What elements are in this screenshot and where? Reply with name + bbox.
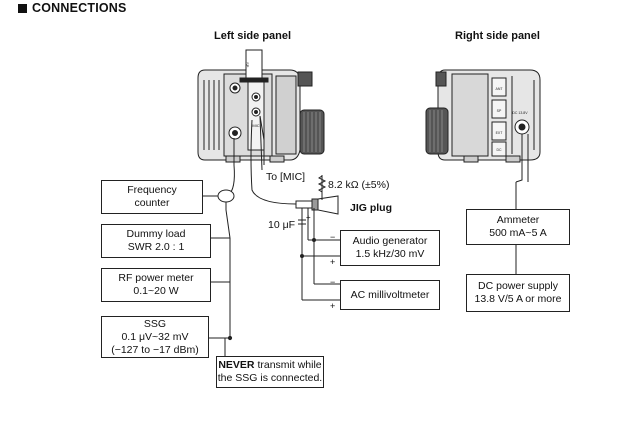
audio-generator-line2: 1.5 kHz/30 mV xyxy=(355,248,425,260)
section-title: CONNECTIONS xyxy=(32,1,127,15)
to-mic-label: To [MIC] xyxy=(266,171,306,183)
rf-power-meter-line2: 0.1~20 W xyxy=(133,285,179,297)
ammeter-line2: 500 mA~5 A xyxy=(489,227,547,239)
section-bullet xyxy=(18,4,27,13)
dummy-load-box: Dummy load SWR 2.0 : 1 xyxy=(101,224,211,258)
ammeter-line1: Ammeter xyxy=(496,214,540,226)
resistor-label: 8.2 kΩ (±5%) xyxy=(328,179,390,191)
audio-plus-mark: + xyxy=(330,257,336,267)
frequency-counter-box: Frequency counter xyxy=(101,180,203,214)
dummy-load-line2: SWR 2.0 : 1 xyxy=(127,241,185,253)
right-btn-2-mark: SP xyxy=(497,109,502,113)
right-btn-3-mark: EXT xyxy=(496,131,504,135)
dc-power-supply-line1: DC power supply xyxy=(478,280,558,292)
left-radio-drawing xyxy=(197,49,325,163)
warning-line2: the SSG is connected. xyxy=(217,372,323,384)
audio-generator-line1: Audio generator xyxy=(352,235,428,247)
ssg-warning-box: NEVER transmit while the SSG is connecte… xyxy=(216,356,324,388)
left-panel-title: Left side panel xyxy=(214,30,292,42)
dc-power-supply-line2: 13.8 V/5 A or more xyxy=(474,293,562,305)
warning-line1: NEVER transmit while xyxy=(217,359,323,372)
left-jack-b-mark: MIC xyxy=(252,123,259,128)
left-wiring xyxy=(201,115,340,356)
ac-millivoltmeter-box: AC millivoltmeter xyxy=(340,280,440,310)
audio-generator-box: Audio generator 1.5 kHz/30 mV xyxy=(340,230,440,266)
ssg-line3: (−127 to −17 dBm) xyxy=(111,343,199,356)
right-wiring xyxy=(515,134,529,274)
rf-power-meter-line1: RF power meter xyxy=(118,272,194,284)
frequency-counter-line1: Frequency xyxy=(127,184,177,196)
dc-power-supply-box: DC power supply 13.8 V/5 A or more xyxy=(466,274,570,312)
meter-plus-mark: + xyxy=(330,301,336,311)
rf-power-meter-box: RF power meter 0.1~20 W xyxy=(101,268,211,302)
left-jack-a-mark: SP xyxy=(245,62,250,68)
ssg-line1: SSG xyxy=(143,317,167,330)
ssg-box: SSG 0.1 μV~32 mV (−127 to −17 dBm) xyxy=(101,316,209,358)
frequency-counter-line2: counter xyxy=(134,197,170,209)
dummy-load-line1: Dummy load xyxy=(126,228,186,240)
cap-plus-mark: + xyxy=(306,213,311,222)
ac-millivoltmeter-line1: AC millivoltmeter xyxy=(350,288,430,301)
right-btn-4-mark: DC xyxy=(496,148,502,152)
right-panel-title: Right side panel xyxy=(455,30,540,42)
right-btn-1-mark: ANT xyxy=(496,87,504,91)
ssg-line2: 0.1 μV~32 mV xyxy=(121,330,189,343)
ammeter-box: Ammeter 500 mA~5 A xyxy=(466,209,570,245)
capacitor-label: 10 μF xyxy=(268,219,296,231)
warning-line1-rest: transmit while xyxy=(254,359,322,371)
right-jack-mark: DC 13.8V xyxy=(512,111,528,115)
right-radio-drawing xyxy=(425,69,541,163)
jig-plug-label: JIG plug xyxy=(350,202,392,214)
audio-minus-mark: − xyxy=(330,232,336,242)
warning-bold-word: NEVER xyxy=(218,359,255,371)
meter-minus-mark: − xyxy=(330,277,336,287)
